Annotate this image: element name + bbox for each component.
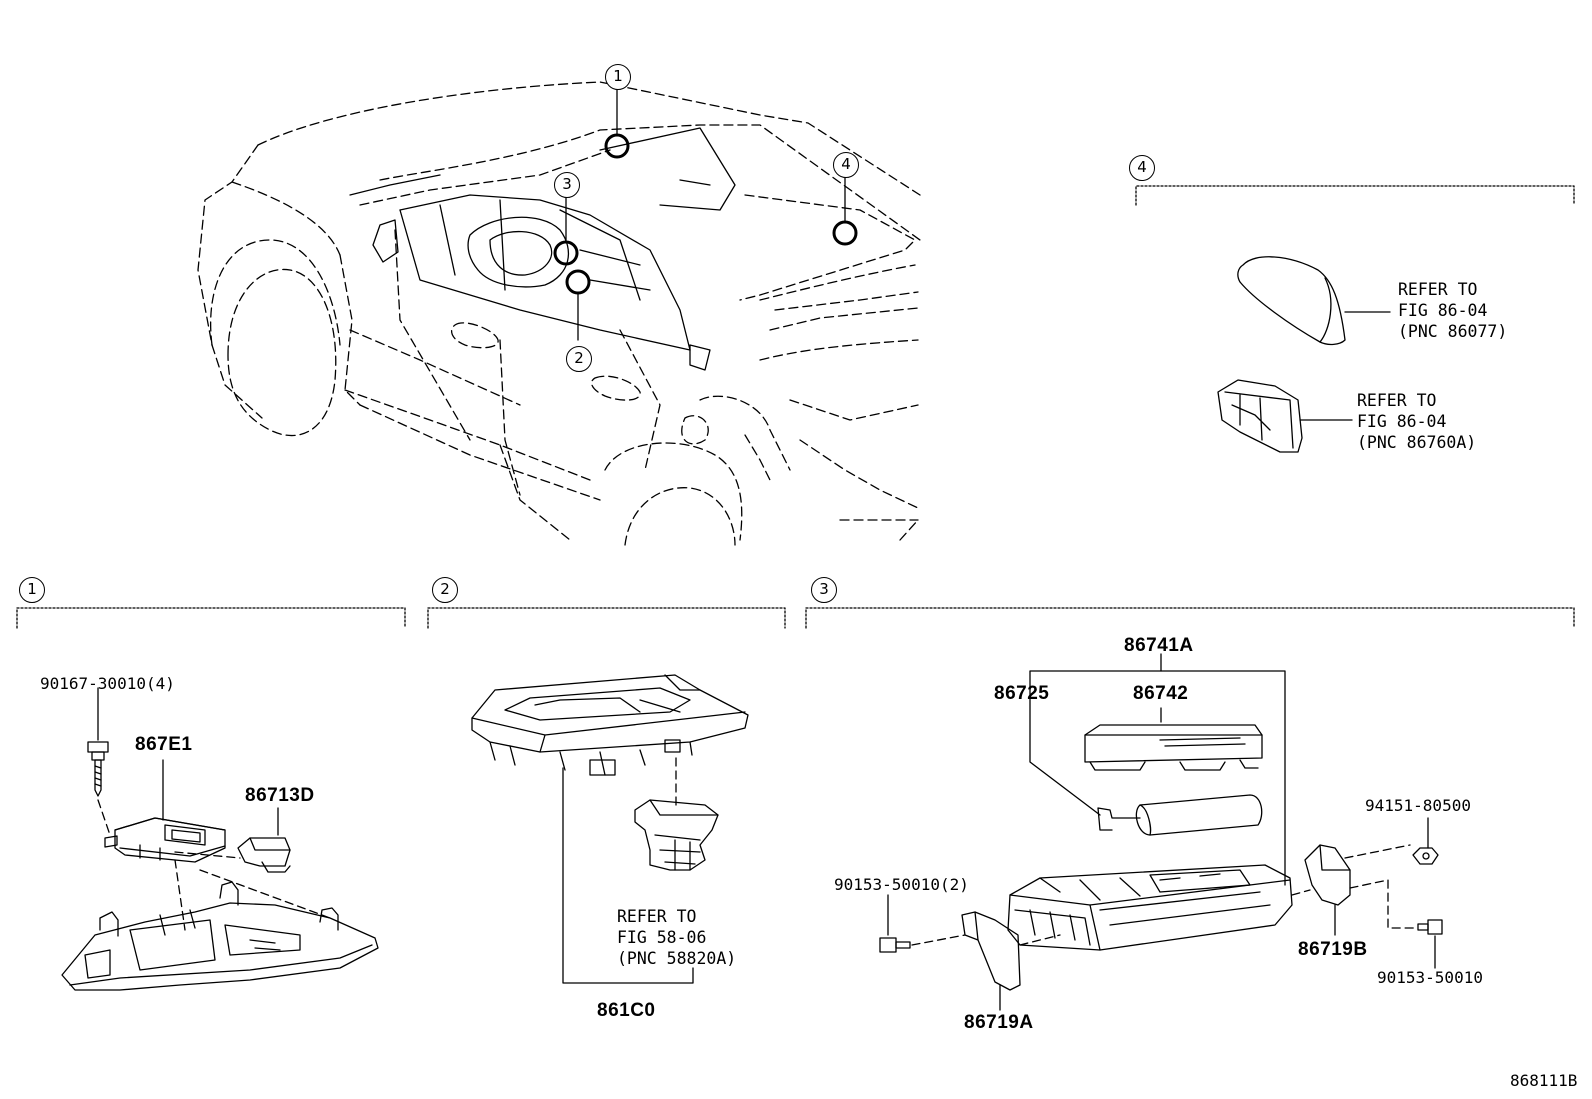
section3-assembly (879, 653, 1443, 1011)
callout-2-vehicle: 2 (566, 346, 592, 372)
callout-3-vehicle: 3 (554, 172, 580, 198)
section-brackets (16, 185, 1575, 629)
section2-assembly (471, 674, 749, 984)
part-86742: 86742 (1133, 683, 1189, 704)
vehicle-callout-leaders (565, 88, 846, 341)
figure-id: 868111B (1510, 1071, 1578, 1090)
part-86719A: 86719A (964, 1012, 1034, 1033)
section1-assembly (61, 687, 379, 991)
section-2-marker: 2 (432, 577, 458, 603)
callout-1-vehicle: 1 (605, 64, 631, 90)
part-867E1: 867E1 (135, 734, 193, 755)
part-90167-30010: 90167-30010(4) (40, 674, 175, 693)
callout-4-vehicle: 4 (833, 152, 859, 178)
part-86725: 86725 (994, 683, 1050, 704)
vehicle-location-dots (553, 133, 858, 295)
section-4-marker: 4 (1129, 155, 1155, 181)
part-94151-80500: 94151-80500 (1365, 796, 1471, 815)
section-3-marker: 3 (811, 577, 837, 603)
part-86719B: 86719B (1298, 939, 1368, 960)
section-1-marker: 1 (19, 577, 45, 603)
part-90153-50010: 90153-50010 (1377, 968, 1483, 987)
part-86741A: 86741A (1124, 635, 1194, 656)
part-861C0: 861C0 (597, 1000, 656, 1021)
section4-antennas (1217, 256, 1391, 453)
part-90153-50010-2: 90153-50010(2) (834, 875, 969, 894)
part-86713D: 86713D (245, 785, 315, 806)
vehicle-illustration (197, 81, 921, 546)
